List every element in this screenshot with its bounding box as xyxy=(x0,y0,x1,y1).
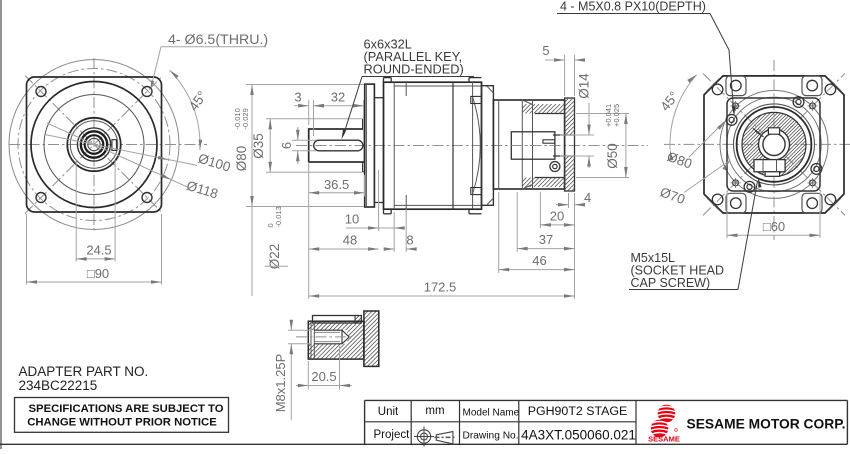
svg-text:36.5: 36.5 xyxy=(324,177,349,192)
svg-text:mm: mm xyxy=(425,405,444,417)
svg-text:4 - M5X0.8 PX10(DEPTH): 4 - M5X0.8 PX10(DEPTH) xyxy=(560,0,706,14)
svg-text:Ø22: Ø22 xyxy=(267,244,282,270)
svg-text:20: 20 xyxy=(550,209,564,224)
svg-text:46: 46 xyxy=(532,253,546,268)
svg-text:24.5: 24.5 xyxy=(86,242,111,257)
svg-text:20.5: 20.5 xyxy=(311,369,336,384)
svg-text:Unit: Unit xyxy=(378,406,399,418)
svg-text:ROUND-ENDED): ROUND-ENDED) xyxy=(364,62,464,77)
svg-text:-0.029: -0.029 xyxy=(241,108,250,129)
svg-text:-0.013: -0.013 xyxy=(274,206,283,227)
svg-text:Drawing No.: Drawing No. xyxy=(463,430,519,441)
svg-text:4- Ø6.5(THRU.): 4- Ø6.5(THRU.) xyxy=(168,32,268,48)
svg-text:234BC22215: 234BC22215 xyxy=(19,378,98,393)
svg-text:48: 48 xyxy=(343,233,357,248)
svg-text:4: 4 xyxy=(584,190,591,205)
svg-text:6: 6 xyxy=(279,142,294,149)
svg-text:□60: □60 xyxy=(763,219,785,234)
svg-text:SPECIFICATIONS ARE SUBJECT TO: SPECIFICATIONS ARE SUBJECT TO xyxy=(29,403,224,415)
svg-text:ADAPTER PART NO.: ADAPTER PART NO. xyxy=(19,364,149,379)
svg-text:Ø14: Ø14 xyxy=(577,73,592,99)
svg-text:10: 10 xyxy=(345,212,359,227)
svg-text:Ø35: Ø35 xyxy=(251,133,266,159)
svg-text:+0.025: +0.025 xyxy=(612,104,621,127)
svg-text:M8x1.25P: M8x1.25P xyxy=(273,354,288,413)
svg-text:Model Name: Model Name xyxy=(463,407,520,418)
svg-text:172.5: 172.5 xyxy=(424,280,457,295)
svg-text:4A3XT.050060.021: 4A3XT.050060.021 xyxy=(521,427,636,442)
svg-text:3: 3 xyxy=(294,90,301,105)
svg-text:32: 32 xyxy=(331,90,345,105)
svg-text:Ø80: Ø80 xyxy=(234,146,249,172)
svg-text:PGH90T2 STAGE: PGH90T2 STAGE xyxy=(528,404,628,418)
svg-text:Project: Project xyxy=(374,429,411,441)
svg-text:SESAME MOTOR CORP.: SESAME MOTOR CORP. xyxy=(687,416,846,431)
svg-text:□90: □90 xyxy=(87,266,109,281)
svg-text:8: 8 xyxy=(406,233,413,248)
svg-text:5: 5 xyxy=(542,43,549,58)
svg-text:Ø50: Ø50 xyxy=(605,143,620,169)
svg-text:CAP SCREW): CAP SCREW) xyxy=(631,276,711,290)
svg-text:CHANGE WITHOUT PRIOR NOTICE: CHANGE WITHOUT PRIOR NOTICE xyxy=(27,417,217,429)
svg-text:37: 37 xyxy=(539,232,553,247)
svg-text:SESAME: SESAME xyxy=(648,435,680,444)
